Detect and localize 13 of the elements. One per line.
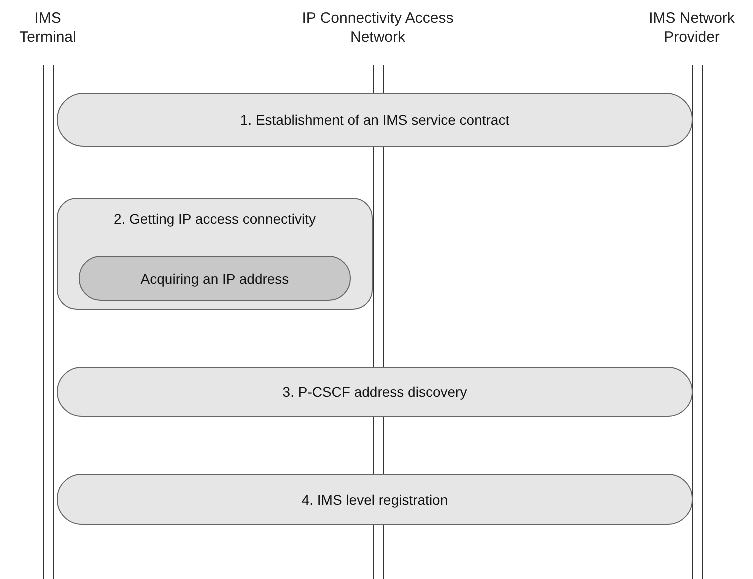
step-label: 3. P-CSCF address discovery (282, 384, 468, 400)
lifeline-label: IP Connectivity Access Network (301, 9, 455, 47)
step-band (57, 198, 373, 310)
lifeline-label: IMS Terminal (18, 9, 78, 47)
sub-step-band (79, 256, 351, 301)
step-band (57, 93, 693, 147)
lifeline-label: IMS Network Provider (648, 9, 736, 47)
step-label: 2. Getting IP access connectivity (114, 211, 316, 227)
step-label: Acquiring an IP address (140, 270, 290, 286)
step-label: 4. IMS level registration (302, 492, 448, 508)
step-band (57, 367, 693, 417)
step-band (57, 474, 693, 525)
step-label: 1. Establishment of an IMS service contract (240, 112, 510, 128)
